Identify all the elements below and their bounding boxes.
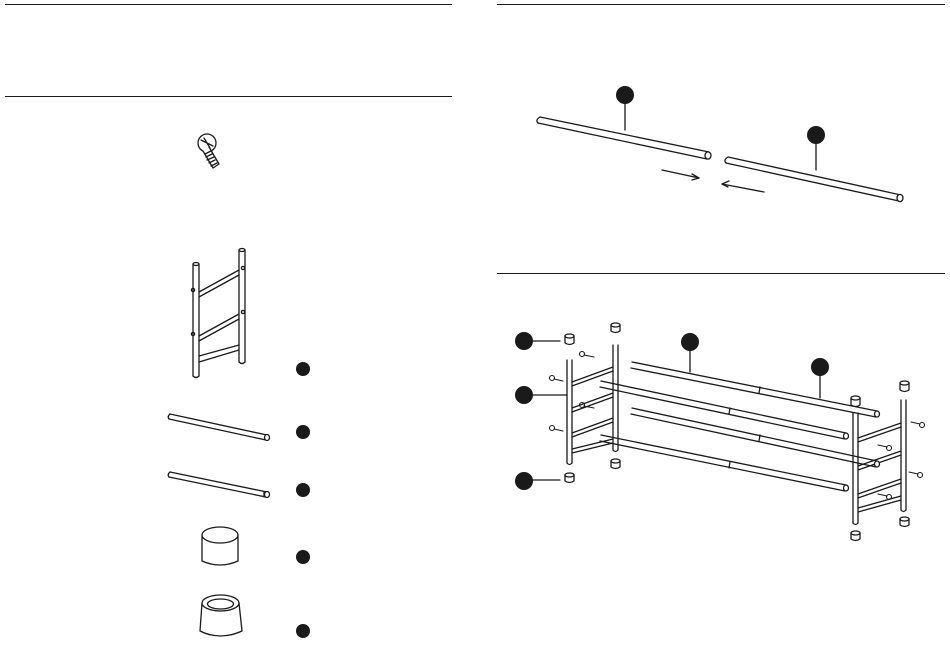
callout-badge-side-frame bbox=[515, 386, 533, 404]
callout-badge-long-rod bbox=[811, 358, 829, 376]
callout-badge-rod-2 bbox=[807, 126, 825, 144]
part-badge-short-rod bbox=[296, 425, 310, 439]
part-badge-foot-cap bbox=[296, 550, 310, 564]
part-badge-top-cap bbox=[296, 624, 310, 638]
top-cap-icon bbox=[200, 595, 242, 636]
short-rod-icon bbox=[168, 414, 269, 441]
rod-joining-diagram bbox=[537, 103, 903, 202]
rack-assembly-diagram bbox=[533, 323, 925, 541]
callout-badge-short-rod bbox=[681, 333, 699, 351]
callout-badge-top-cap bbox=[515, 332, 533, 350]
part-badge-side-frame bbox=[296, 362, 310, 376]
side-frame-icon bbox=[191, 249, 245, 378]
callout-badge-foot-cap bbox=[515, 472, 533, 490]
part-badge-long-rod bbox=[296, 483, 310, 497]
screw-icon bbox=[198, 134, 219, 168]
callout-badge-rod-1 bbox=[616, 86, 634, 104]
foot-cap-icon bbox=[202, 527, 238, 565]
long-rod-icon bbox=[168, 472, 269, 498]
